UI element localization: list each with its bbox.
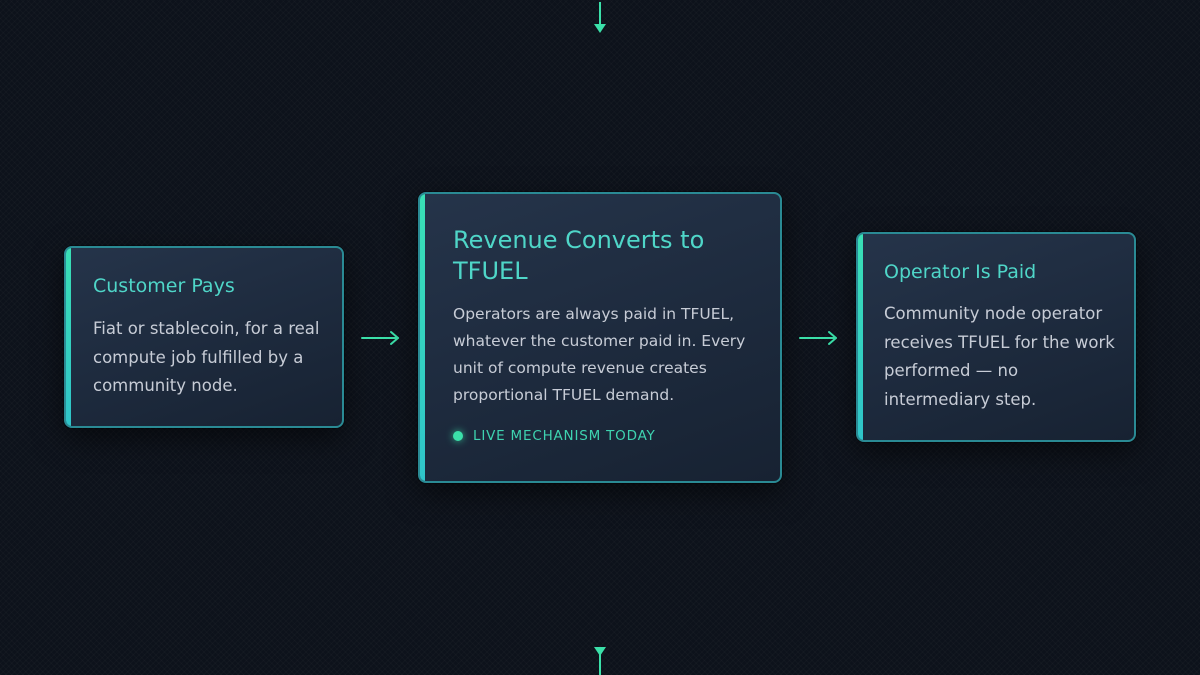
status-dot-icon xyxy=(453,431,463,441)
bottom-outgoing-arrow-icon xyxy=(594,647,606,675)
step-card-revenue-converts: Revenue Converts to TFUEL Operators are … xyxy=(418,192,782,483)
step-card-customer-pays: Customer Pays Fiat or stablecoin, for a … xyxy=(64,246,344,428)
live-status-badge: LIVE MECHANISM TODAY xyxy=(453,428,656,444)
step-description: Fiat or stablecoin, for a real compute j… xyxy=(93,319,320,395)
step-title: Revenue Converts to TFUEL xyxy=(453,226,705,285)
status-label: LIVE MECHANISM TODAY xyxy=(473,428,656,444)
arrow-right-icon xyxy=(799,331,837,345)
step-description: Community node operator receives TFUEL f… xyxy=(884,304,1115,409)
arrow-right-icon xyxy=(361,331,399,345)
step-card-operator-paid: Operator Is Paid Community node operator… xyxy=(856,232,1136,442)
step-title: Customer Pays xyxy=(93,275,235,297)
step-description: Operators are always paid in TFUEL, what… xyxy=(453,305,746,404)
top-incoming-arrow-icon xyxy=(594,2,606,33)
step-title: Operator Is Paid xyxy=(884,261,1037,283)
